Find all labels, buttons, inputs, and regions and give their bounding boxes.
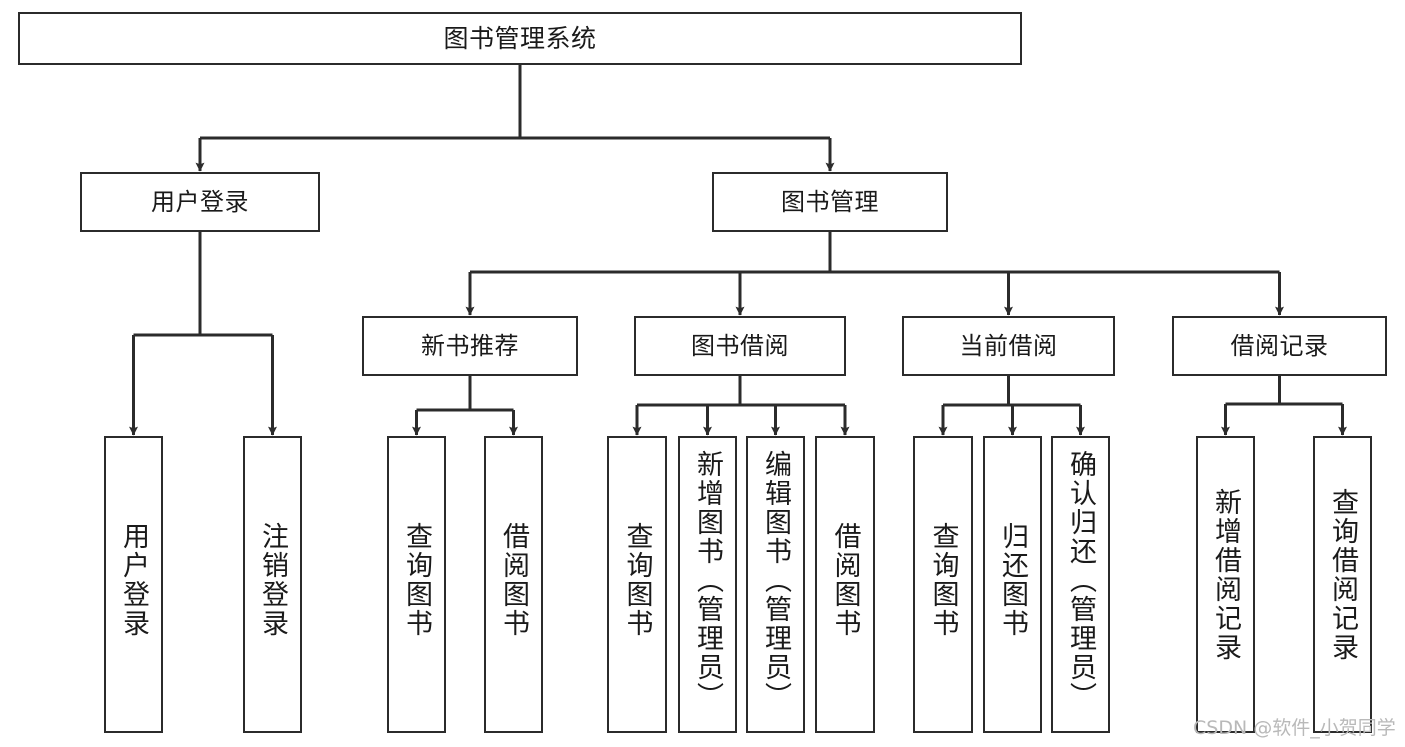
node-leaf_query_c: 查询图书 [913, 436, 973, 733]
tree-edges [129, 65, 1347, 436]
node-label: 注销登录 [257, 522, 288, 638]
node-leaf_logout: 注销登录 [243, 436, 302, 733]
node-leaf_confirm: 确认归还（管理员） [1051, 436, 1110, 733]
node-label: 当前借阅 [959, 331, 1058, 360]
node-label: 用户登录 [151, 187, 249, 216]
node-root: 图书管理系统 [18, 12, 1022, 65]
node-label: 借阅图书 [498, 522, 529, 638]
node-label: 图书管理 [781, 187, 879, 216]
node-label: 确认归还（管理员） [1065, 450, 1096, 711]
node-leaf_add_book: 新增图书（管理员） [678, 436, 737, 733]
csdn-watermark: CSDN @软件_小贺同学 [1193, 717, 1396, 739]
node-leaf_borrow_new: 借阅图书 [484, 436, 543, 733]
node-bookmgmt: 图书管理 [712, 172, 948, 232]
node-leaf_query_b: 查询图书 [607, 436, 667, 733]
node-leaf_return: 归还图书 [983, 436, 1042, 733]
node-label: 用户登录 [118, 522, 149, 638]
node-label: 图书借阅 [691, 331, 789, 360]
node-login: 用户登录 [80, 172, 320, 232]
node-label: 查询借阅记录 [1327, 488, 1358, 662]
node-records: 借阅记录 [1172, 316, 1387, 376]
node-label: 图书管理系统 [443, 23, 597, 53]
node-leaf_add_rec: 新增借阅记录 [1196, 436, 1255, 733]
node-label: 借阅记录 [1230, 331, 1329, 360]
node-leaf_query_rec: 查询借阅记录 [1313, 436, 1372, 733]
node-newbook: 新书推荐 [362, 316, 578, 376]
node-label: 编辑图书（管理员） [760, 450, 791, 711]
node-leaf_borrow_b: 借阅图书 [815, 436, 875, 733]
node-label: 新增图书（管理员） [692, 450, 723, 711]
node-borrow: 图书借阅 [634, 316, 846, 376]
node-label: 查询图书 [927, 522, 959, 638]
node-leaf_query_new: 查询图书 [387, 436, 446, 733]
node-label: 查询图书 [621, 522, 653, 638]
node-leaf_edit_book: 编辑图书（管理员） [746, 436, 805, 733]
node-label: 借阅图书 [829, 522, 861, 638]
node-label: 查询图书 [401, 522, 432, 638]
node-label: 新书推荐 [421, 331, 519, 360]
node-label: 归还图书 [997, 522, 1028, 638]
node-current: 当前借阅 [902, 316, 1115, 376]
node-label: 新增借阅记录 [1210, 488, 1241, 662]
node-leaf_userlogin: 用户登录 [104, 436, 163, 733]
